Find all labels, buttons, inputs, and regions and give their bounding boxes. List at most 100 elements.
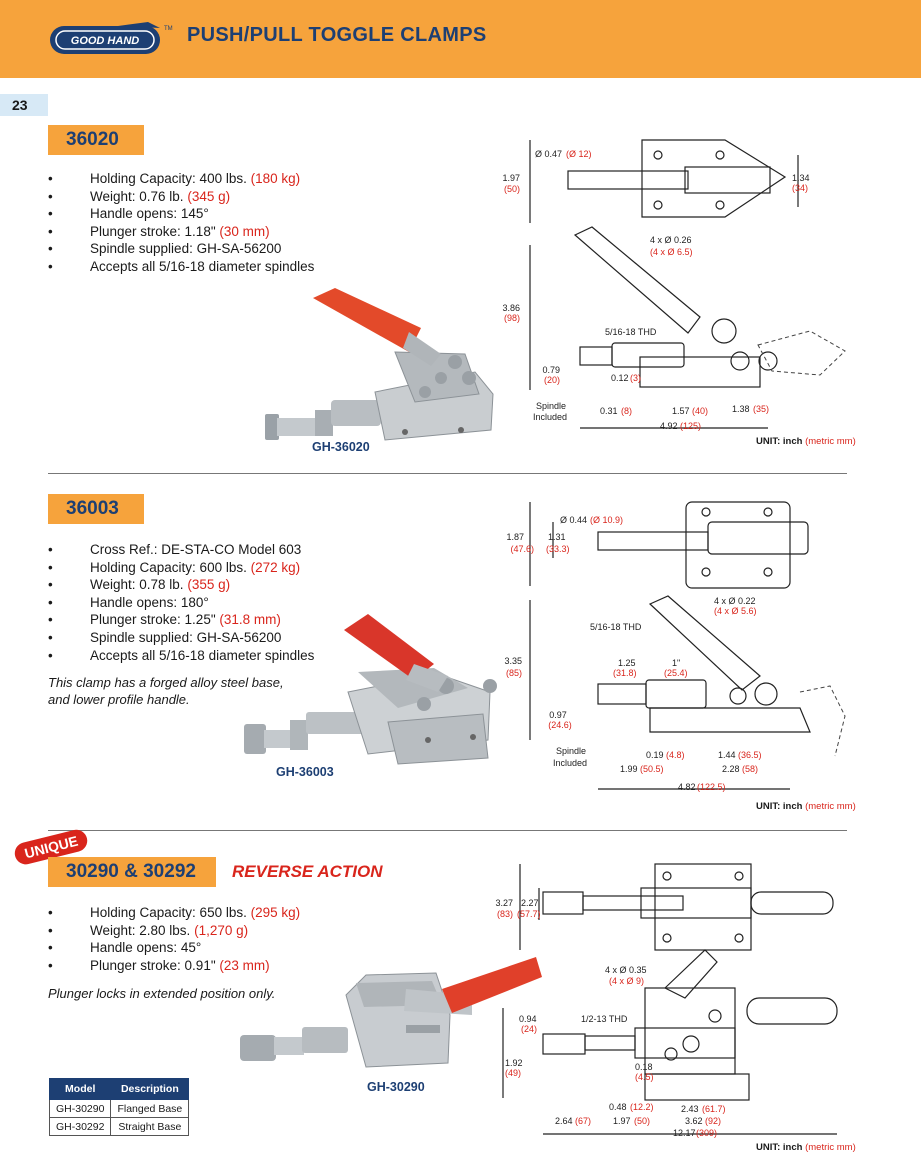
svg-text:(31.8): (31.8): [613, 668, 637, 678]
svg-text:1.97: 1.97: [502, 173, 520, 183]
svg-text:(20): (20): [544, 375, 560, 385]
spec-item: Weight: 2.80 lbs. (1,270 g): [48, 922, 300, 940]
spec-list-36020: Holding Capacity: 400 lbs. (180 kg) Weig…: [48, 170, 314, 276]
model-table: Model Description GH-30290 Flanged Base …: [48, 1078, 190, 1136]
svg-text:(4 x Ø 9): (4 x Ø 9): [609, 976, 644, 986]
svg-text:(12.2): (12.2): [630, 1102, 654, 1112]
spec-item: Weight: 0.76 lb. (345 g): [48, 188, 314, 206]
svg-text:1.31: 1.31: [548, 532, 566, 542]
spec-item: Holding Capacity: 650 lbs. (295 kg): [48, 904, 300, 922]
svg-text:4 x Ø 0.22: 4 x Ø 0.22: [714, 596, 756, 606]
svg-text:TM: TM: [164, 26, 173, 32]
section-divider: [48, 473, 847, 474]
svg-text:Spindle: Spindle: [556, 746, 586, 756]
svg-text:12.17: 12.17: [673, 1128, 696, 1138]
table-cell: Flanged Base: [110, 1099, 190, 1118]
svg-text:(Ø 12): (Ø 12): [566, 149, 592, 159]
table-header: Model: [48, 1078, 112, 1100]
model-label-36003: 36003: [48, 494, 144, 524]
svg-text:1.87: 1.87: [506, 532, 524, 542]
svg-text:Ø 0.47: Ø 0.47: [535, 149, 562, 159]
svg-text:(Ø 10.9): (Ø 10.9): [590, 515, 623, 525]
spec-item: Plunger stroke: 1.25" (31.8 mm): [48, 611, 314, 629]
svg-text:0.79: 0.79: [542, 365, 560, 375]
svg-text:1.44: 1.44: [718, 750, 736, 760]
product-caption-30290: GH-30290: [367, 1080, 425, 1094]
svg-text:2.27: 2.27: [521, 898, 539, 908]
svg-text:3.27: 3.27: [495, 898, 513, 908]
svg-text:0.18: 0.18: [635, 1062, 653, 1072]
svg-text:(8): (8): [621, 406, 632, 416]
spec-list-36003: Cross Ref.: DE-STA-CO Model 603 Holding …: [48, 541, 314, 664]
svg-text:0.19: 0.19: [646, 750, 664, 760]
model-label-30290-30292: 30290 & 30292: [48, 857, 216, 887]
svg-text:0.94: 0.94: [519, 1014, 537, 1024]
spec-item: Accepts all 5/16-18 diameter spindles: [48, 258, 314, 276]
svg-text:(25.4): (25.4): [664, 668, 688, 678]
svg-text:(4.8): (4.8): [666, 750, 685, 760]
table-cell: GH-30292: [48, 1117, 112, 1136]
svg-text:1": 1": [672, 658, 680, 668]
product-note-36003: This clamp has a forged alloy steel base…: [48, 675, 284, 707]
spec-item: Handle opens: 145°: [48, 205, 314, 223]
svg-text:0.97: 0.97: [549, 710, 567, 720]
unit-note-36020: UNIT: inch (metric mm): [756, 436, 856, 447]
section-divider: [48, 830, 847, 831]
svg-text:3.62: 3.62: [685, 1116, 703, 1126]
table-row: GH-30292 Straight Base: [48, 1117, 190, 1136]
svg-text:(4 x Ø 5.6): (4 x Ø 5.6): [714, 606, 757, 616]
spec-item: Plunger stroke: 0.91" (23 mm): [48, 957, 300, 975]
svg-text:(34): (34): [792, 183, 808, 193]
svg-text:(4 x Ø 6.5): (4 x Ø 6.5): [650, 247, 693, 257]
svg-text:GOOD HAND: GOOD HAND: [71, 35, 140, 47]
svg-text:Included: Included: [553, 758, 587, 768]
svg-text:1.34: 1.34: [792, 173, 810, 183]
table-header: Description: [110, 1078, 190, 1100]
svg-text:2.64: 2.64: [555, 1116, 573, 1126]
svg-text:5/16-18 THD: 5/16-18 THD: [605, 327, 657, 337]
svg-text:Spindle: Spindle: [536, 401, 566, 411]
spec-item: Holding Capacity: 400 lbs. (180 kg): [48, 170, 314, 188]
svg-text:1.99: 1.99: [620, 764, 638, 774]
svg-text:(57.7): (57.7): [517, 909, 541, 919]
page-number: 23: [12, 97, 28, 113]
reverse-action-subtitle: REVERSE ACTION: [232, 862, 383, 881]
spec-item: Handle opens: 45°: [48, 939, 300, 957]
svg-text:2.43: 2.43: [681, 1104, 699, 1114]
svg-text:1.57: 1.57: [672, 406, 690, 416]
svg-text:(85): (85): [506, 668, 522, 678]
svg-text:(47.6): (47.6): [510, 544, 534, 554]
svg-text:(4.5): (4.5): [635, 1072, 654, 1082]
svg-text:4 x Ø 0.26: 4 x Ø 0.26: [650, 235, 692, 245]
svg-text:1.97: 1.97: [613, 1116, 631, 1126]
spec-item: Holding Capacity: 600 lbs. (272 kg): [48, 559, 314, 577]
svg-text:3.35: 3.35: [504, 656, 522, 666]
svg-text:(49): (49): [505, 1068, 521, 1078]
svg-text:(61.7): (61.7): [702, 1104, 726, 1114]
svg-text:1.38: 1.38: [732, 404, 750, 414]
svg-text:(35): (35): [753, 404, 769, 414]
product-photo-36020: [265, 288, 494, 441]
svg-text:1/2-13 THD: 1/2-13 THD: [581, 1014, 628, 1024]
spec-item: Spindle supplied: GH-SA-56200: [48, 629, 314, 647]
svg-text:(67): (67): [575, 1116, 591, 1126]
page-title: PUSH/PULL TOGGLE CLAMPS: [187, 24, 487, 46]
unit-note-36003: UNIT: inch (metric mm): [756, 801, 856, 812]
svg-text:(33.3): (33.3): [546, 544, 570, 554]
dimension-drawing-30290: 3.27(83) 2.27(57.7) 4 x Ø 0.35(4 x Ø 9) …: [495, 863, 838, 1138]
table-cell: GH-30290: [48, 1099, 112, 1118]
svg-text:Ø 0.44: Ø 0.44: [560, 515, 587, 525]
table-header-row: Model Description: [48, 1078, 190, 1100]
good-hand-logo: GOOD HAND TM: [50, 22, 173, 54]
svg-text:2.28: 2.28: [722, 764, 740, 774]
svg-text:Included: Included: [533, 412, 567, 422]
svg-text:5/16-18 THD: 5/16-18 THD: [590, 622, 642, 632]
unit-note-30290: UNIT: inch (metric mm): [756, 1142, 856, 1153]
spec-item: Weight: 0.78 lb. (355 g): [48, 576, 314, 594]
svg-text:0.12: 0.12: [611, 373, 629, 383]
svg-text:(50.5): (50.5): [640, 764, 664, 774]
page-number-tab: 23: [0, 94, 48, 116]
svg-text:(50): (50): [504, 184, 520, 194]
table-row: GH-30290 Flanged Base: [48, 1099, 190, 1118]
svg-text:1.25: 1.25: [618, 658, 636, 668]
